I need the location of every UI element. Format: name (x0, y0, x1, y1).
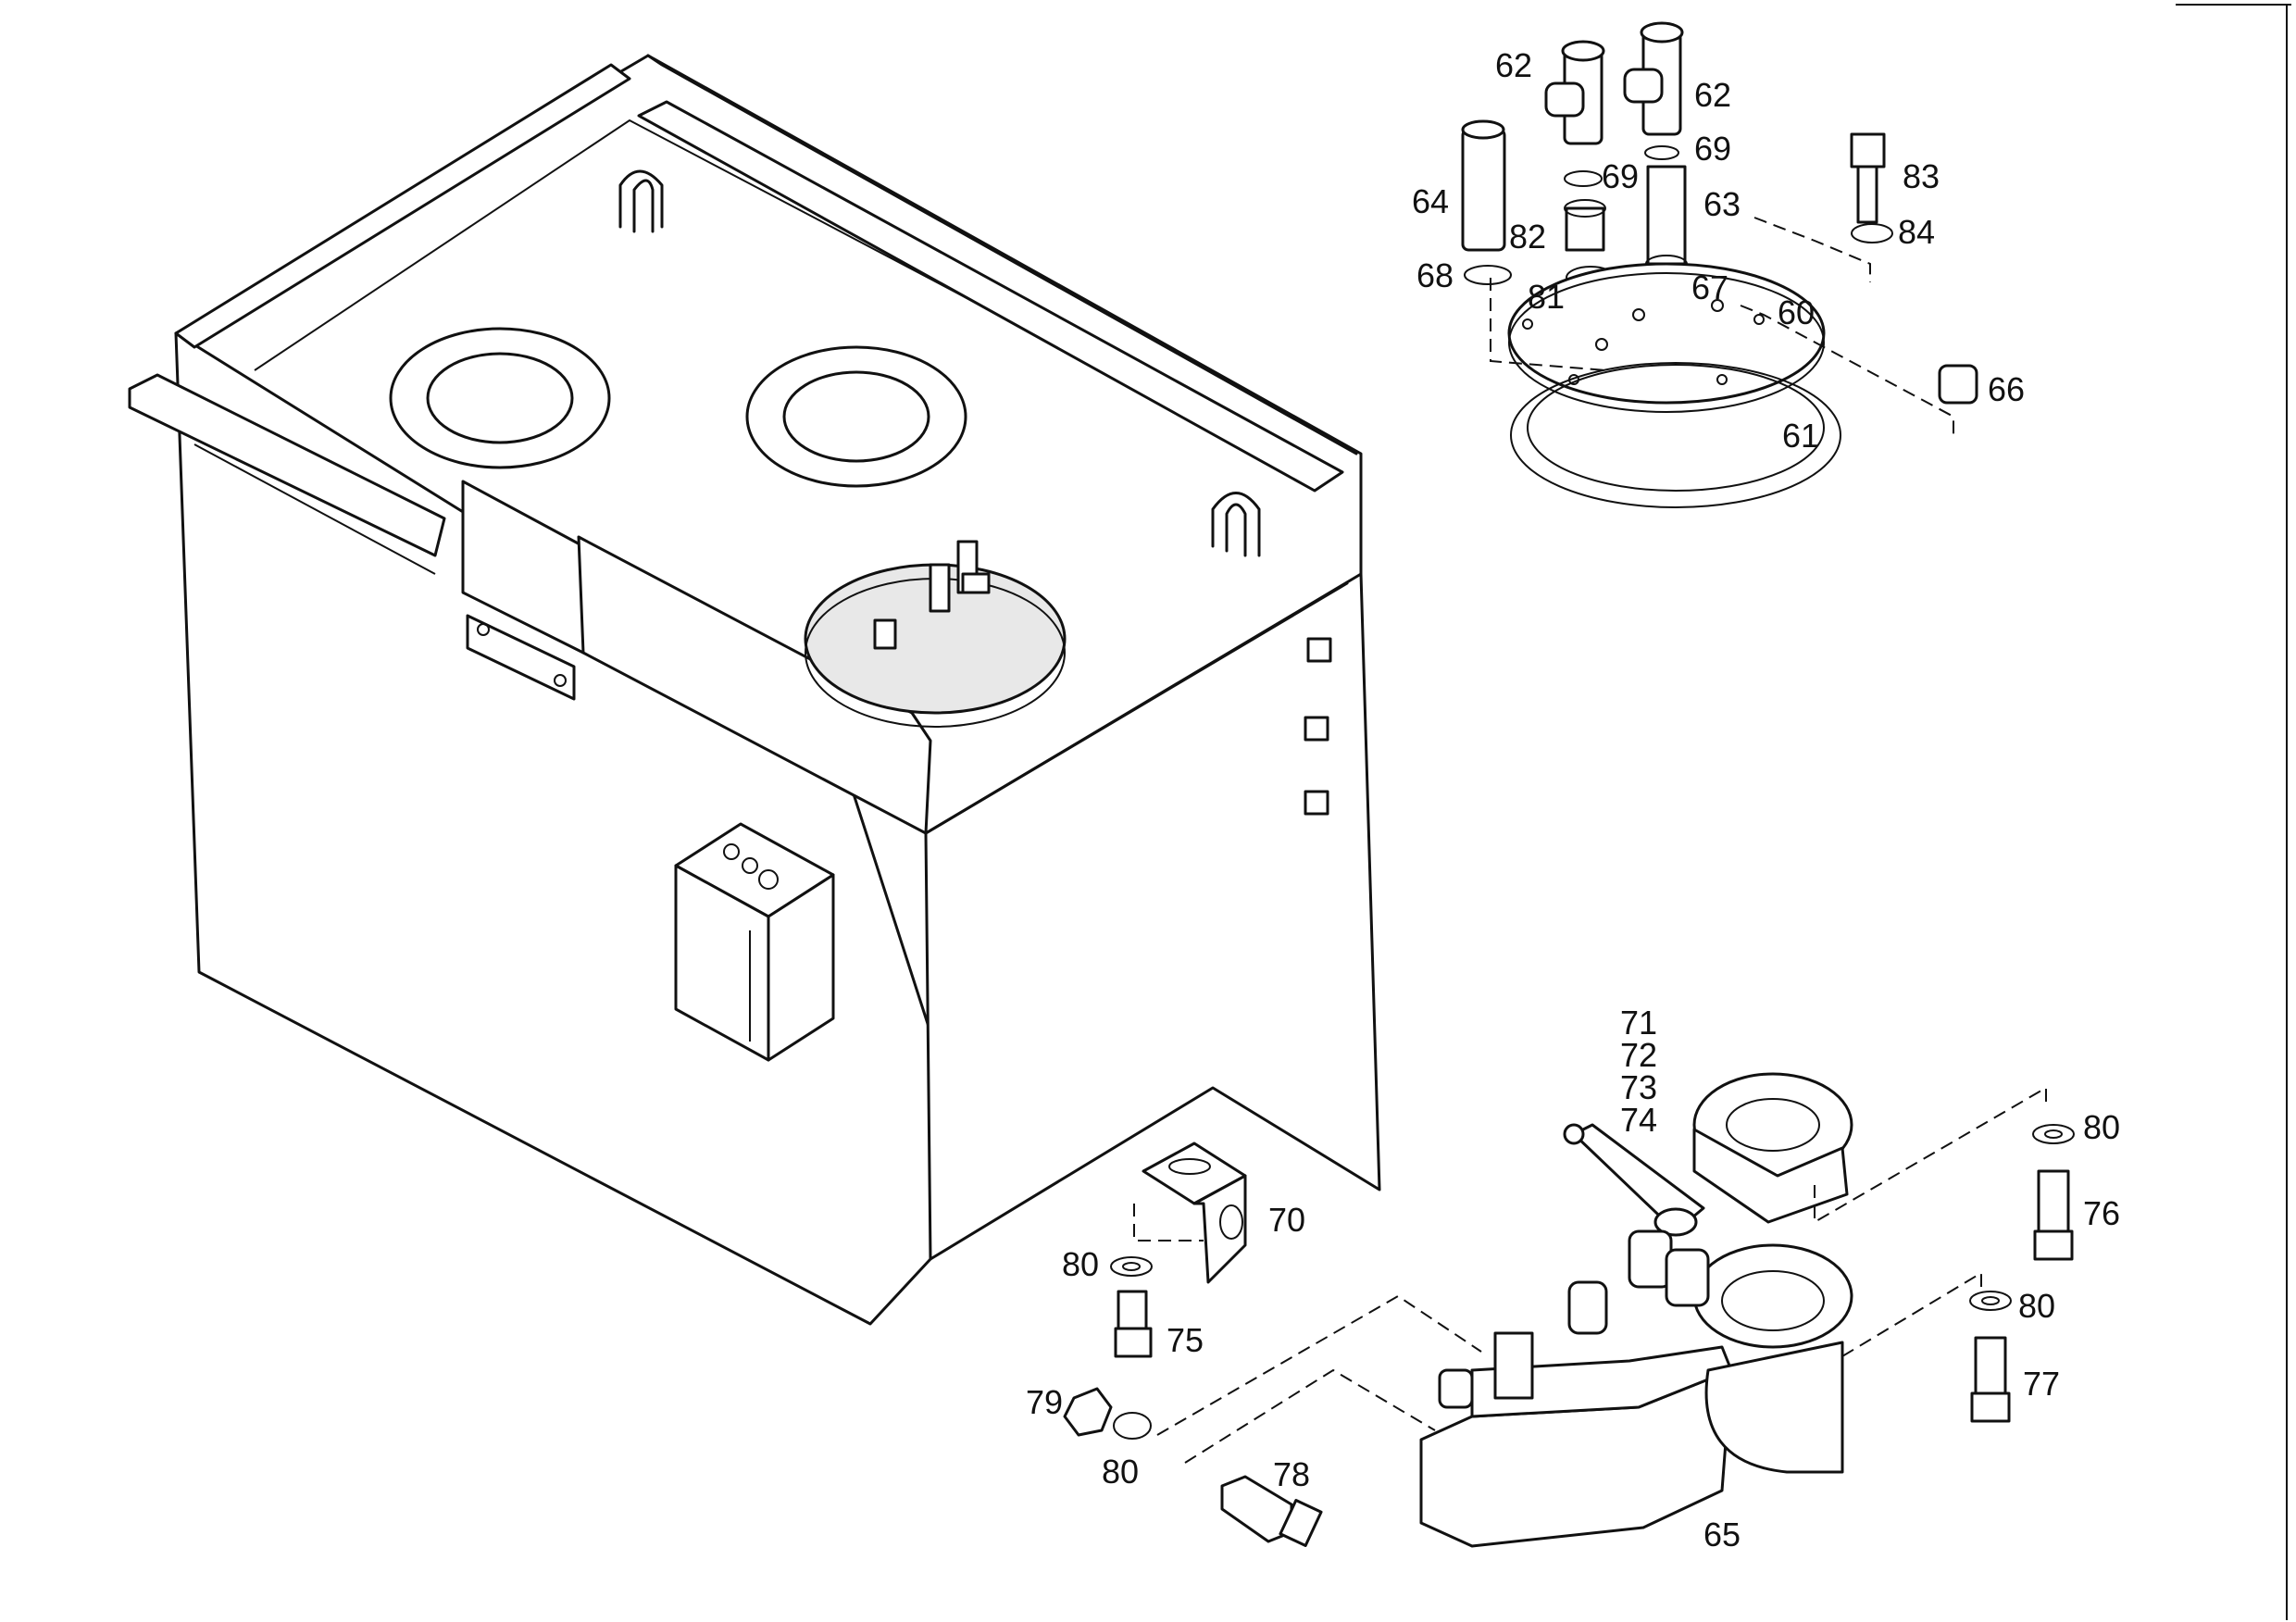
callout-80: 80 (1102, 1453, 1139, 1491)
callout-78: 78 (1273, 1455, 1310, 1493)
callout-62: 62 (1495, 46, 1532, 84)
callout-64: 64 (1412, 182, 1449, 220)
callout-70: 70 (1268, 1201, 1305, 1239)
callout-74: 74 (1620, 1101, 1657, 1139)
callout-82: 82 (1509, 218, 1546, 256)
callout-67: 67 (1691, 268, 1728, 306)
hydraulic-tank (128, 54, 1381, 1326)
callout-60: 60 (1778, 293, 1815, 331)
part-callouts: 62 62 69 69 64 82 63 83 84 68 81 67 60 6… (1026, 46, 2120, 1553)
callout-76: 76 (2083, 1194, 2120, 1232)
callout-68: 68 (1416, 256, 1454, 294)
callout-79: 79 (1026, 1383, 1063, 1421)
callout-62: 62 (1694, 76, 1731, 114)
callout-80: 80 (1062, 1245, 1099, 1283)
callout-77: 77 (2023, 1365, 2060, 1403)
callout-80: 80 (2083, 1108, 2120, 1146)
callout-65: 65 (1703, 1516, 1741, 1553)
callout-69: 69 (1694, 130, 1731, 168)
callout-73: 73 (1620, 1068, 1657, 1106)
callout-83: 83 (1903, 157, 1940, 195)
cover-plate-assembly (1461, 21, 1978, 508)
callout-69: 69 (1602, 157, 1639, 195)
callout-72: 72 (1620, 1036, 1657, 1074)
callout-66: 66 (1988, 370, 2025, 408)
callout-80: 80 (2018, 1287, 2055, 1325)
callout-81: 81 (1528, 278, 1565, 316)
callout-84: 84 (1898, 213, 1935, 251)
filter-manifold-assembly (1063, 1072, 2075, 1548)
callout-71: 71 (1620, 1004, 1657, 1042)
callout-61: 61 (1782, 417, 1819, 455)
callout-63: 63 (1703, 185, 1741, 223)
callout-75: 75 (1167, 1321, 1204, 1359)
